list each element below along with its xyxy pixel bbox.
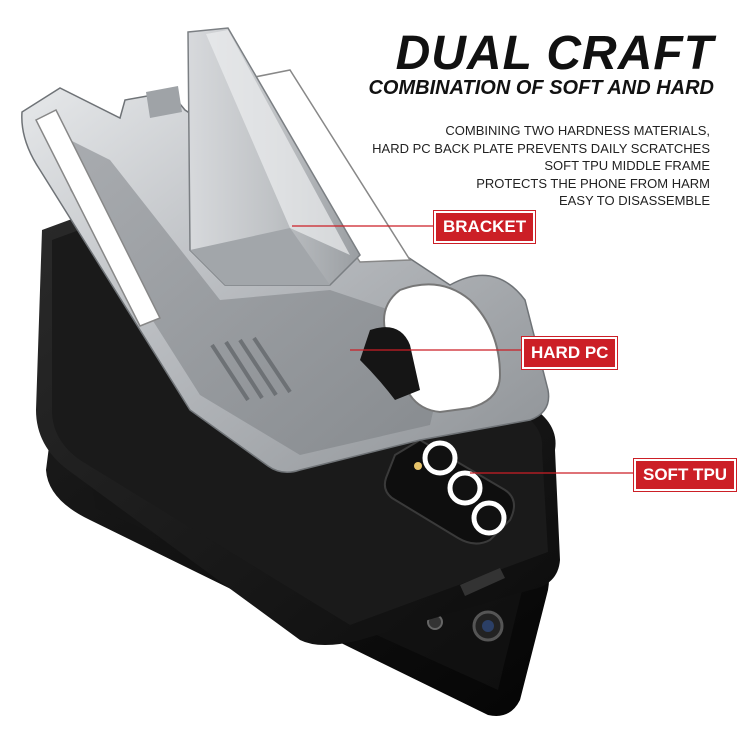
- camera-module: [383, 438, 515, 545]
- side-vents: [210, 336, 292, 402]
- description-line: EASY TO DISASSEMBLE: [558, 193, 710, 208]
- callout-bracket: BRACKET: [434, 211, 536, 243]
- description-line: HARD PC BACK PLATE PREVENTS DAILY SCRATC…: [372, 140, 710, 156]
- callout-lines: [292, 225, 636, 474]
- page-title: DUAL CRAFT: [395, 27, 714, 80]
- page-subtitle: COMBINATION OF SOFT AND HARD: [368, 77, 714, 99]
- description-line: PROTECTS THE PHONE FROM HARM: [476, 175, 710, 191]
- callout-soft-tpu: SOFT TPU: [634, 459, 737, 491]
- description-line: COMBINING TWO HARDNESS MATERIALS,: [445, 123, 710, 138]
- description-line: SOFT TPU MIDDLE FRAME: [544, 158, 710, 173]
- callout-hard-pc: HARD PC: [522, 337, 618, 369]
- kickstand-bracket: [146, 27, 361, 286]
- feature-description: COMBINING TWO HARDNESS MATERIALS, HARD P…: [372, 122, 710, 210]
